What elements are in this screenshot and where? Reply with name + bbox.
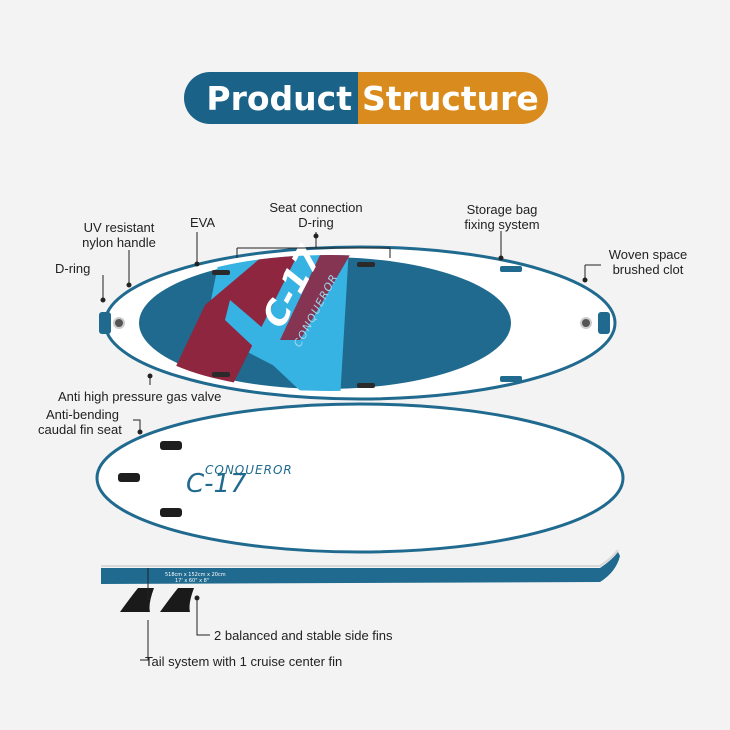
title-banner: Product Structure [184, 72, 548, 124]
label-storage-line1: Storage bag [466, 202, 538, 217]
fin-box [160, 441, 182, 450]
dims-line-1: 518cm x 152cm x 20cm [165, 572, 226, 578]
deck-red-stripe-2 [280, 255, 350, 340]
label-tail-system: Tail system with 1 cruise center fin [145, 654, 343, 669]
valve-left [113, 317, 125, 329]
label-woven-line2: brushed clot [612, 262, 684, 277]
label-woven: Woven space brushed clot [598, 247, 698, 277]
d-ring-nose [99, 312, 111, 334]
label-side-fins: 2 balanced and stable side fins [214, 628, 393, 643]
label-valve: Anti high pressure gas valve [58, 389, 222, 404]
fin-center [120, 588, 154, 612]
deck-pad: C-17 CONQUEROR [139, 239, 511, 391]
label-uv-handle-line2: nylon handle [82, 235, 156, 250]
label-anti-bending-line1: Anti-bending [46, 407, 119, 422]
label-anti-bending: Anti-bending caudal fin seat [38, 407, 122, 437]
bottom-brand-text: CONQUEROR [205, 463, 293, 477]
bottom-model-text: C-17 [186, 469, 247, 499]
deck-red-stripe [160, 255, 300, 391]
label-seat: Seat connection D-ring [255, 200, 377, 230]
d-ring-tail [598, 312, 610, 334]
label-seat-line1: Seat connection [269, 200, 363, 215]
label-d-ring: D-ring [55, 261, 91, 276]
side-board [101, 552, 620, 584]
label-uv-handle: UV resistant nylon handle [72, 220, 166, 250]
label-eva: EVA [190, 215, 216, 230]
label-woven-line1: Woven space [608, 247, 688, 262]
storage-anchor [500, 266, 522, 272]
dims-line-2: 17' x 60" x 8" [175, 578, 209, 584]
label-uv-handle-line1: UV resistant [83, 220, 155, 235]
fin-side [160, 588, 194, 612]
bottom-board-outline [95, 402, 625, 554]
title-left: Product [184, 72, 358, 124]
bungee-anchor [212, 270, 230, 275]
title-right: Structure [358, 72, 548, 124]
label-storage-line2: fixing system [464, 217, 540, 232]
valve-right [580, 317, 592, 329]
label-storage: Storage bag fixing system [452, 202, 552, 232]
label-anti-bending-line2: caudal fin seat [38, 422, 122, 437]
label-seat-line2: D-ring [298, 215, 334, 230]
